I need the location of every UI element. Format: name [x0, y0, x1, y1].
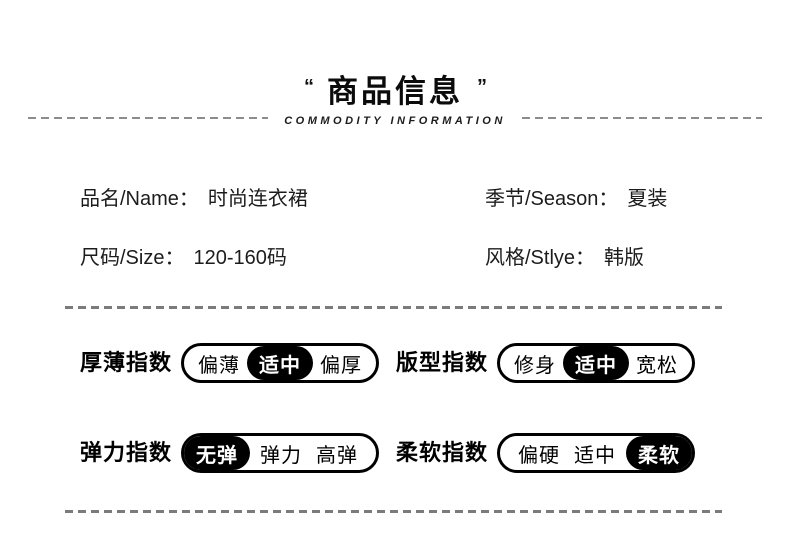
page-title: 商品信息 — [327, 74, 463, 109]
index-row-elasticity: 弹力指数 无弹 弹力 高弹 — [80, 433, 396, 473]
info-label: 品名/Name： — [80, 188, 199, 210]
info-field-size: 尺码/Size： 120-160码 — [80, 245, 485, 271]
info-label: 季节/Season： — [485, 188, 619, 210]
index-scale-pill: 修身 适中 宽松 — [497, 343, 696, 383]
page-subtitle: COMMODITY INFORMATION — [268, 114, 522, 128]
index-label: 厚薄指数 — [80, 350, 173, 375]
index-label: 版型指数 — [396, 350, 489, 375]
title-row: “ 商品信息 ” — [304, 74, 487, 110]
info-label: 尺码/Size： — [80, 247, 185, 269]
info-field-style: 风格/Stlye： 韩版 — [485, 245, 750, 271]
index-option: 适中 — [563, 346, 630, 380]
index-section: 厚薄指数 偏薄 适中 偏厚 版型指数 修身 适中 宽松 弹力指数 无弹 弹力 高… — [80, 343, 696, 473]
index-option: 偏薄 — [198, 354, 241, 377]
index-option: 弹力 — [260, 444, 303, 467]
info-field-name: 品名/Name： 时尚连衣裙 — [80, 186, 485, 212]
index-option: 高弹 — [316, 444, 359, 467]
subtitle-row: COMMODITY INFORMATION — [0, 111, 790, 129]
product-info-section: 品名/Name： 时尚连衣裙 季节/Season： 夏装 尺码/Size： 120-1… — [80, 186, 750, 271]
info-field-season: 季节/Season： 夏装 — [485, 186, 750, 212]
index-option: 宽松 — [636, 354, 679, 377]
index-label: 弹力指数 — [80, 440, 173, 465]
info-label: 风格/Stlye： — [485, 247, 596, 269]
page-header: “ 商品信息 ” — [0, 74, 790, 110]
open-quote-mark: “ — [304, 76, 314, 98]
info-value: 时尚连衣裙 — [207, 188, 308, 210]
info-value: 120-160码 — [193, 247, 287, 269]
dashed-divider-top — [65, 306, 722, 309]
index-scale-pill: 无弹 弹力 高弹 — [181, 433, 380, 473]
dashed-divider-bottom — [65, 510, 722, 513]
info-value: 夏装 — [627, 188, 668, 210]
info-value: 韩版 — [604, 247, 645, 269]
index-scale-pill: 偏薄 适中 偏厚 — [181, 343, 380, 383]
index-option: 修身 — [514, 354, 557, 377]
index-option: 偏硬 — [518, 444, 561, 467]
close-quote-mark: ” — [477, 76, 487, 98]
index-label: 柔软指数 — [396, 440, 489, 465]
index-row-fit: 版型指数 修身 适中 宽松 — [396, 343, 696, 383]
index-row-softness: 柔软指数 偏硬 适中 柔软 — [396, 433, 696, 473]
index-option: 适中 — [574, 444, 617, 467]
index-option: 适中 — [247, 346, 314, 380]
index-option: 偏厚 — [320, 354, 363, 377]
index-scale-pill: 偏硬 适中 柔软 — [497, 433, 696, 473]
index-row-thickness: 厚薄指数 偏薄 适中 偏厚 — [80, 343, 396, 383]
index-option: 无弹 — [184, 436, 251, 470]
index-option: 柔软 — [626, 436, 693, 470]
